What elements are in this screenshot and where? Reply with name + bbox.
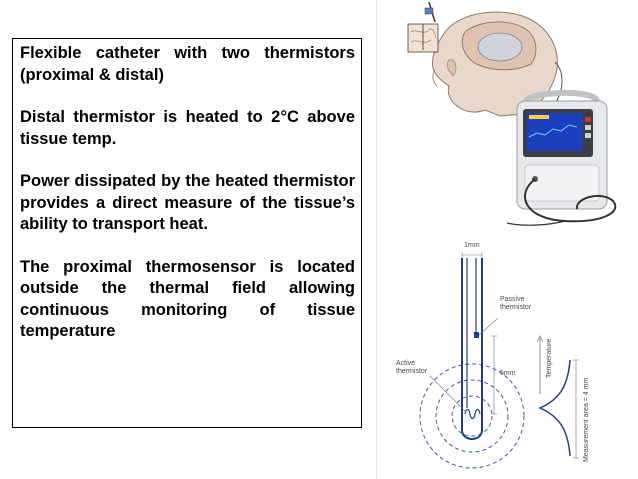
distance-label: 5mm: [500, 370, 516, 377]
temperature-axis-label: Temperature: [546, 338, 553, 378]
paragraph-proximal-thermosensor: The proximal thermosensor is located out…: [20, 257, 355, 341]
width-label: 1mm: [464, 242, 480, 249]
passive-thermistor-label: Passive thermistor: [500, 296, 532, 311]
measurement-area-label: Measurement area = 4 mm: [583, 377, 590, 462]
thermistor-diagram: 1mm Passive thermistor Active thermistor…: [390, 242, 630, 473]
paragraph-power-dissipated: Power dissipated by the heated thermisto…: [20, 172, 355, 233]
head-illustration: [405, 2, 580, 122]
monitor-device-illustration: [505, 85, 630, 235]
text-box: Flexible catheter with two thermistors (…: [12, 38, 362, 428]
active-thermistor-label: Active thermistor: [396, 360, 428, 375]
paragraph-distal-thermistor: Distal thermistor is heated to 2°C above…: [20, 108, 355, 148]
paragraph-catheter: Flexible catheter with two thermistors (…: [20, 44, 355, 84]
column-divider: [376, 0, 377, 479]
